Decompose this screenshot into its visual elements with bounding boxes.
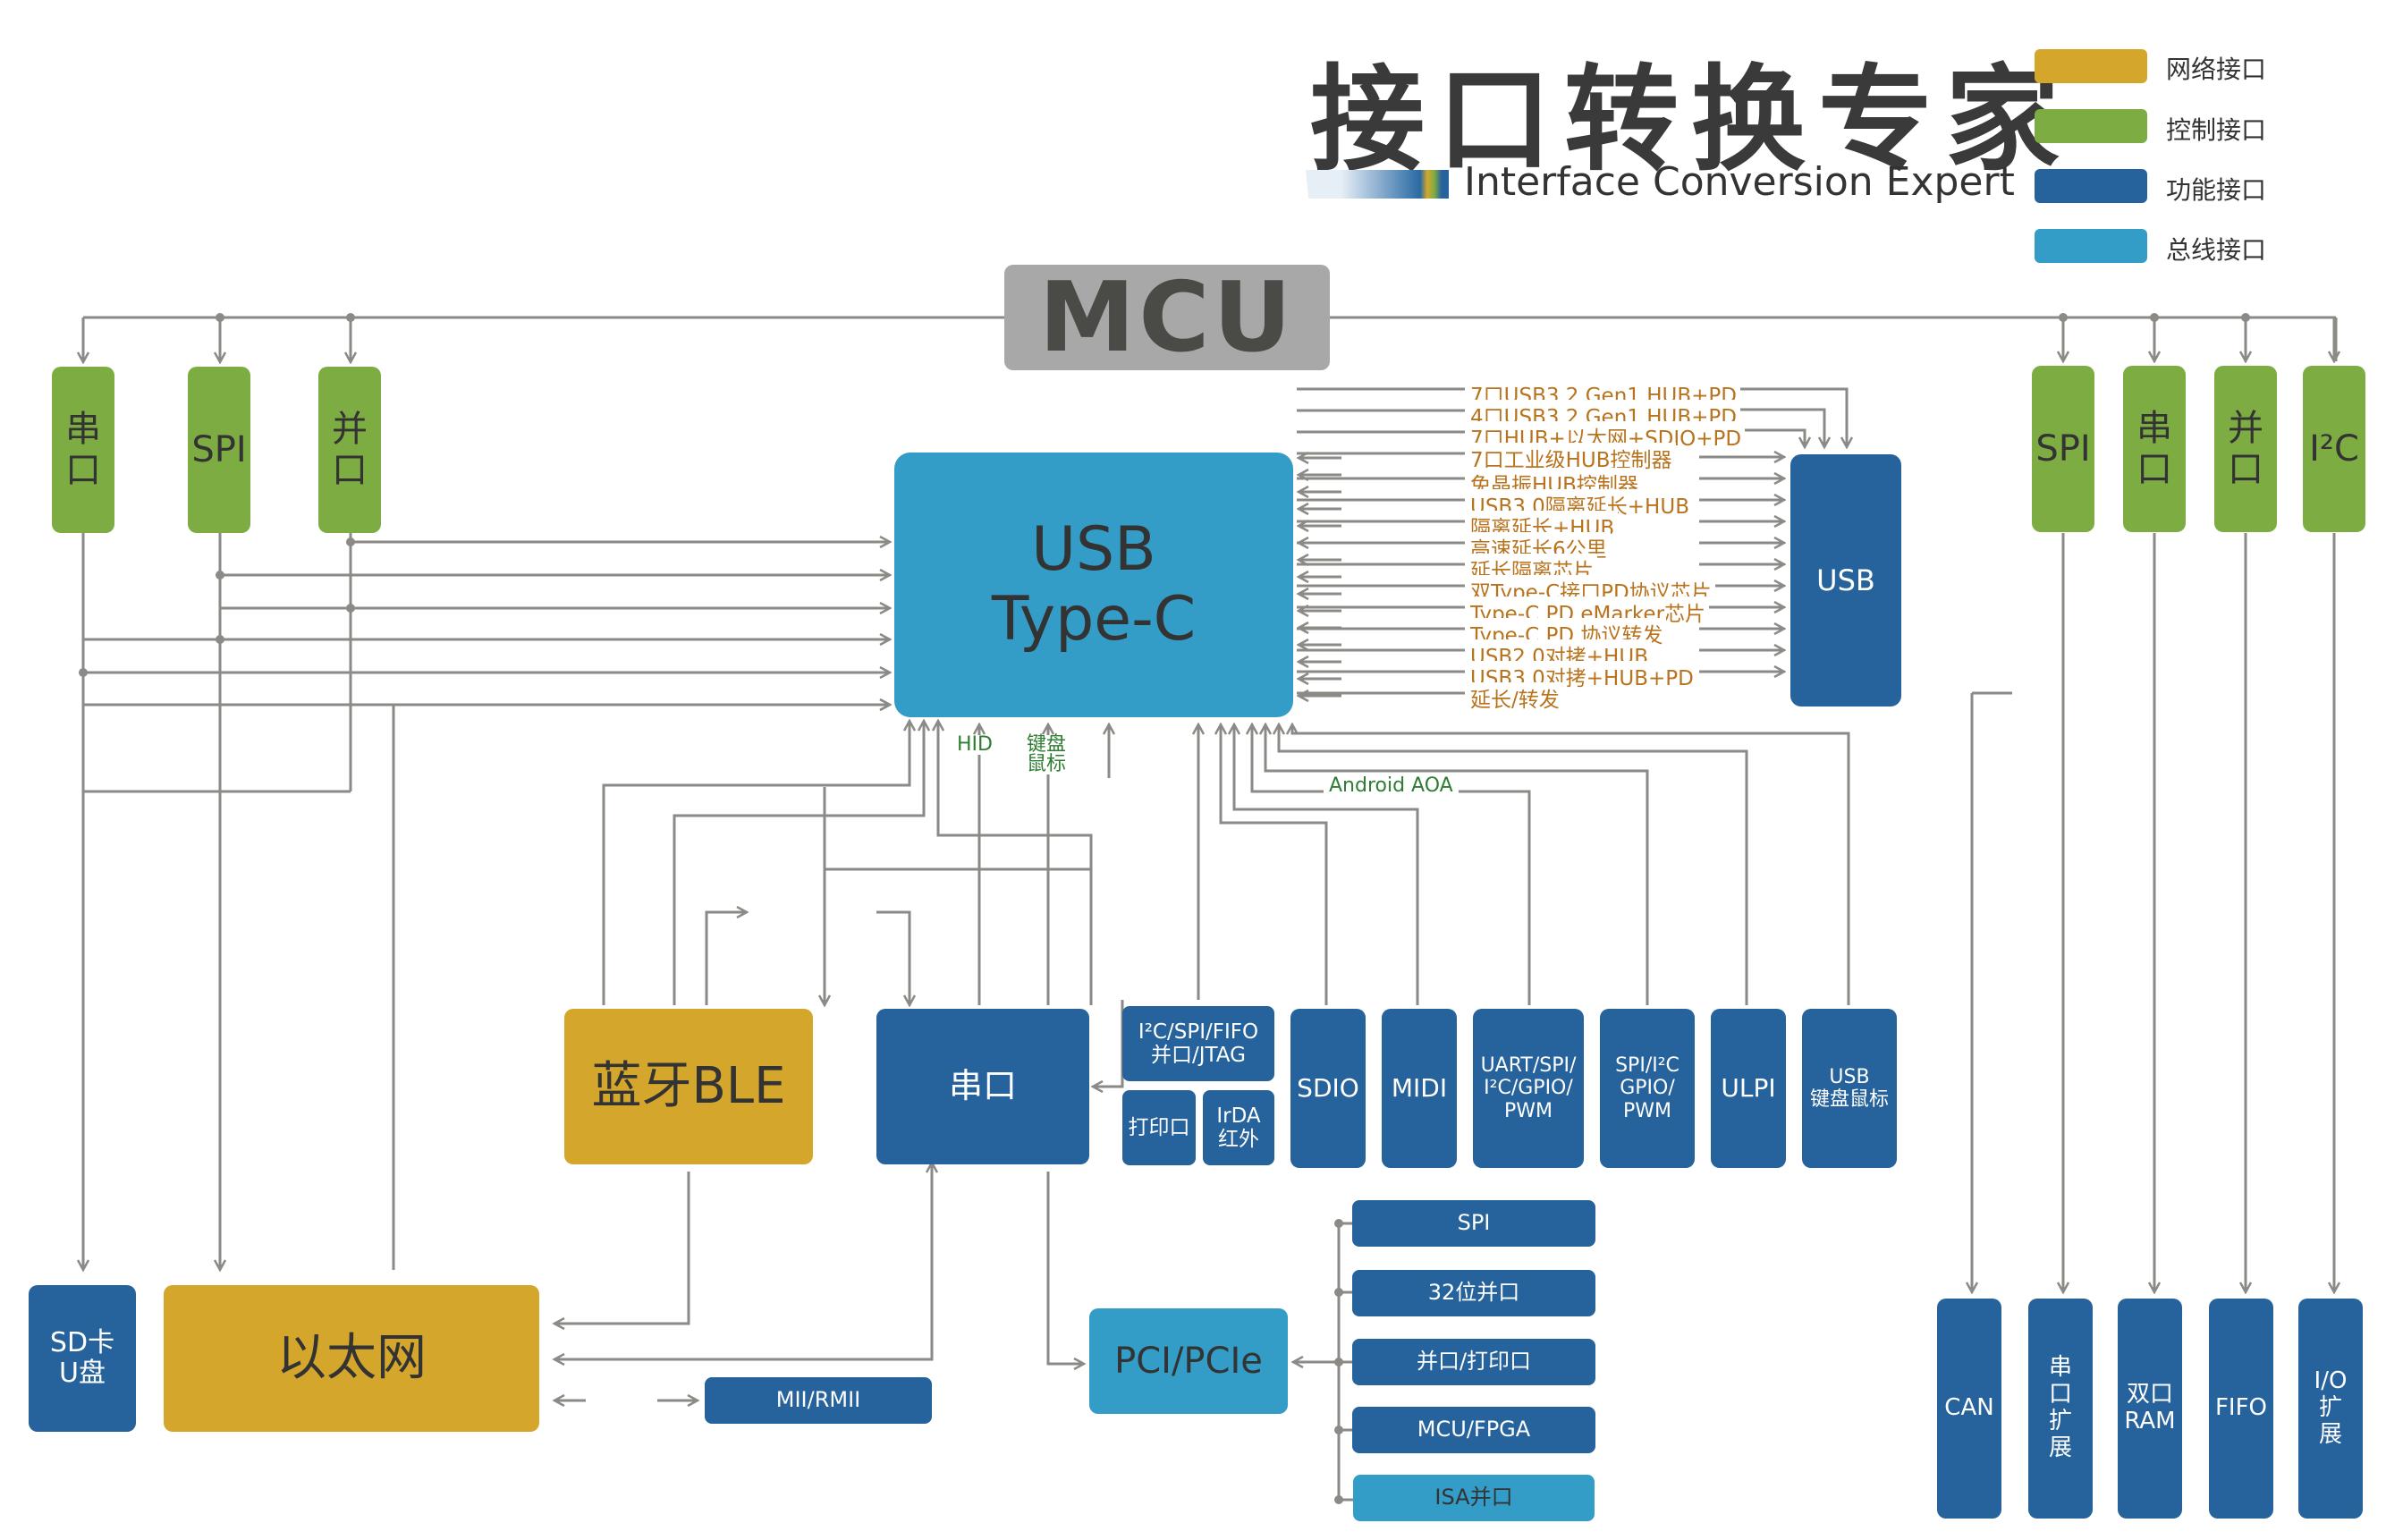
left-spi-block: SPI bbox=[188, 367, 250, 533]
connector-line bbox=[673, 721, 924, 1005]
junction-dot bbox=[346, 313, 355, 322]
junction-dot bbox=[346, 604, 355, 613]
legend-swatch-control bbox=[2035, 109, 2147, 143]
junction-dot bbox=[2241, 313, 2250, 322]
page-subtitle: Interface Conversion Expert bbox=[1464, 159, 2015, 205]
legend-swatch-network bbox=[2035, 49, 2147, 83]
junction-dot bbox=[2059, 313, 2068, 322]
bus-target-fifo: FIFO bbox=[2209, 1299, 2273, 1519]
uart-spi-block: UART/SPI/ I²C/GPIO/ PWM bbox=[1473, 1009, 1584, 1168]
bluetooth-ble-block: 蓝牙BLE bbox=[564, 1009, 813, 1164]
subtitle-gradient-bar bbox=[1306, 170, 1449, 199]
sd-card-block: SD卡 U盘 bbox=[29, 1285, 136, 1432]
junction-dot bbox=[79, 668, 88, 677]
connector-line bbox=[938, 721, 1093, 1005]
ulpi-block: ULPI bbox=[1711, 1009, 1786, 1168]
left-serial-block: 串 口 bbox=[52, 367, 114, 533]
legend-label-control: 控制接口 bbox=[2166, 115, 2267, 145]
pci-target-spi: SPI bbox=[1352, 1200, 1595, 1247]
connector-line bbox=[1234, 724, 1419, 1005]
junction-dot bbox=[1334, 1495, 1343, 1504]
pci-pcie-block: PCI/PCIe bbox=[1089, 1308, 1288, 1414]
android-aoa-label: Android AOA bbox=[1324, 776, 1459, 796]
bus-target-serial-expansion: 串 口 扩 展 bbox=[2028, 1299, 2093, 1519]
connector-line bbox=[1046, 1261, 1084, 1364]
left-parallel-block: 并 口 bbox=[318, 367, 381, 533]
bus-target-io-expansion: I/O 扩 展 bbox=[2298, 1299, 2363, 1519]
usb-function-label: 延长/转发 bbox=[1467, 682, 1563, 713]
connector-line bbox=[1717, 428, 1805, 447]
connector-line bbox=[554, 1243, 690, 1324]
connector-line bbox=[392, 705, 890, 1270]
connector-line bbox=[1265, 724, 1649, 1005]
pci-target-mcu-fpga: MCU/FPGA bbox=[1352, 1407, 1595, 1453]
connector-line bbox=[1292, 724, 1850, 1005]
junction-dot bbox=[216, 571, 224, 580]
mcu-block: MCU bbox=[1004, 262, 1330, 374]
keyboard-mouse-label: 键盘 鼠标 bbox=[1027, 733, 1067, 775]
junction-dot bbox=[2150, 313, 2159, 322]
junction-dot bbox=[346, 537, 355, 546]
connector-line bbox=[1093, 1000, 1124, 1087]
connector-line bbox=[1252, 724, 1531, 1005]
legend-swatch-function bbox=[2035, 169, 2147, 203]
bus-target-can: CAN bbox=[1937, 1299, 2001, 1519]
connector-line bbox=[1717, 387, 1847, 447]
connector-line bbox=[876, 910, 910, 1005]
junction-dot bbox=[1334, 1219, 1343, 1228]
connector-line bbox=[1279, 724, 1748, 1005]
hid-label: HID bbox=[957, 733, 993, 756]
junction-dot bbox=[216, 313, 224, 322]
irda-block: IrDA 红外 bbox=[1203, 1090, 1274, 1165]
legend-label-network: 网络接口 bbox=[2166, 55, 2267, 84]
usb-keyboard-mouse-block: USB 键盘鼠标 bbox=[1802, 1009, 1897, 1168]
connector-line bbox=[1717, 408, 1824, 447]
printer-port-block: 打印口 bbox=[1122, 1090, 1196, 1165]
connector-line bbox=[554, 1154, 934, 1359]
junction-dot bbox=[1334, 1288, 1343, 1297]
usb-typec-block: USB Type-C bbox=[894, 453, 1293, 717]
junction-dot bbox=[1334, 1426, 1343, 1434]
serial-block: 串口 bbox=[876, 1009, 1089, 1164]
spi-i2c-gpio-block: SPI/I²C GPIO/ PWM bbox=[1600, 1009, 1695, 1168]
connector-line bbox=[705, 912, 747, 1005]
ethernet-block: 以太网 bbox=[164, 1285, 539, 1432]
right-spi-block: SPI bbox=[2032, 366, 2094, 532]
usb-block: USB bbox=[1790, 454, 1901, 707]
pci-target-isa-parallel: ISA并口 bbox=[1353, 1475, 1595, 1521]
right-parallel-block: 并 口 bbox=[2214, 366, 2277, 532]
legend-label-function: 功能接口 bbox=[2166, 175, 2267, 205]
bus-target-dual-port-ram: 双口 RAM bbox=[2118, 1299, 2182, 1519]
junction-dot bbox=[216, 635, 224, 644]
pci-target-parallel-printer: 并口/打印口 bbox=[1352, 1339, 1595, 1385]
ble-to-typec bbox=[602, 721, 910, 1005]
right-serial-block: 串 口 bbox=[2123, 366, 2186, 532]
sdio-block: SDIO bbox=[1290, 1009, 1366, 1168]
legend-swatch-bus bbox=[2035, 229, 2147, 263]
connector-line bbox=[1221, 724, 1328, 1005]
midi-block: MIDI bbox=[1382, 1009, 1457, 1168]
i2c-spi-fifo-block: I²C/SPI/FIFO 并口/JTAG bbox=[1122, 1006, 1274, 1081]
page-title: 接口转换专家 bbox=[1310, 54, 2073, 187]
right-i2c-block: I²C bbox=[2303, 366, 2365, 532]
pci-target-32bit-parallel: 32位并口 bbox=[1352, 1270, 1595, 1316]
mii-rmii-block: MII/RMII bbox=[705, 1377, 932, 1424]
legend-label-bus: 总线接口 bbox=[2166, 235, 2267, 265]
